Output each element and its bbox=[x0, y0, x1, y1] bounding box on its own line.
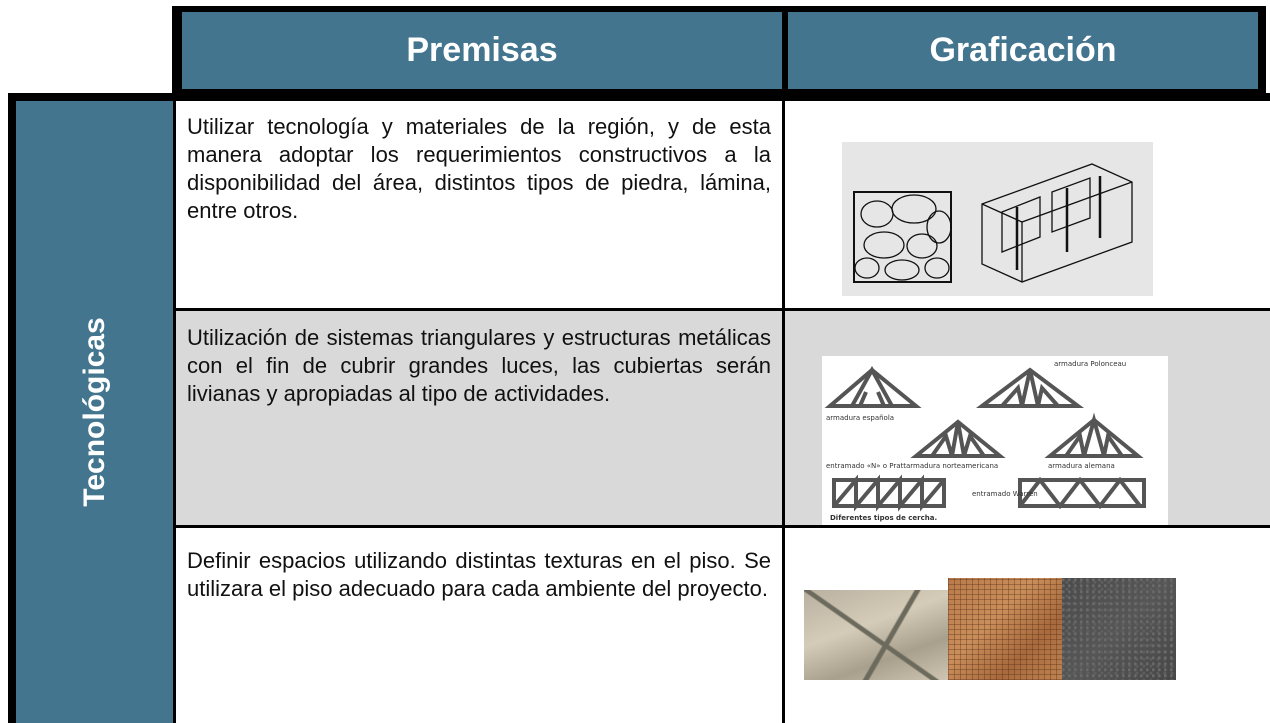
category-cell: Tecnológicas bbox=[16, 101, 173, 723]
truss-label-warren: entramado Warren bbox=[972, 490, 1038, 498]
header-bottom-border bbox=[172, 89, 1266, 93]
header-top-border bbox=[172, 6, 1266, 12]
row-divider-1 bbox=[176, 308, 1270, 311]
row-2-text: Utilización de sistemas triangulares y e… bbox=[187, 325, 771, 406]
header-left-border bbox=[172, 6, 182, 101]
header-premisas-label: Premisas bbox=[406, 31, 558, 69]
truss-label-espanola: armadura española bbox=[826, 414, 894, 422]
stone-and-block-icon bbox=[853, 163, 1133, 283]
side-right-border bbox=[173, 101, 176, 723]
row-1-image bbox=[842, 142, 1153, 296]
truss-caption: Diferentes tipos de cercha. bbox=[830, 514, 937, 522]
side-top-border bbox=[8, 93, 1270, 101]
header-right-border bbox=[1258, 6, 1266, 101]
asphalt-floor-texture bbox=[1062, 578, 1176, 680]
column-divider bbox=[782, 101, 785, 723]
header-graficacion-label: Graficación bbox=[929, 31, 1117, 69]
row-divider-2 bbox=[176, 525, 1270, 528]
truss-types-icon: armadura Polonceau armadura española ent… bbox=[824, 360, 1146, 522]
stone-floor-texture bbox=[804, 590, 948, 680]
truss-label-polonceau: armadura Polonceau bbox=[1054, 360, 1126, 368]
side-left-border bbox=[8, 93, 16, 723]
header-premisas: Premisas bbox=[182, 12, 782, 89]
brick-floor-texture bbox=[948, 578, 1062, 680]
row-3-image bbox=[804, 578, 1176, 680]
truss-label-alemana: armadura alemana bbox=[1048, 462, 1115, 470]
truss-label-pratt: entramado «N» o Pratt bbox=[826, 462, 906, 470]
row-1-text: Utilizar tecnología y materiales de la r… bbox=[187, 114, 771, 223]
row-3-text: Definir espacios utilizando distintas te… bbox=[187, 548, 771, 601]
header-graficacion: Graficación bbox=[788, 12, 1258, 89]
header-mid-border bbox=[782, 6, 788, 101]
row-2-image: armadura Polonceau armadura española ent… bbox=[822, 356, 1168, 526]
category-label: Tecnológicas bbox=[77, 317, 111, 507]
truss-label-norteamericana: armadura norteamericana bbox=[906, 462, 998, 470]
